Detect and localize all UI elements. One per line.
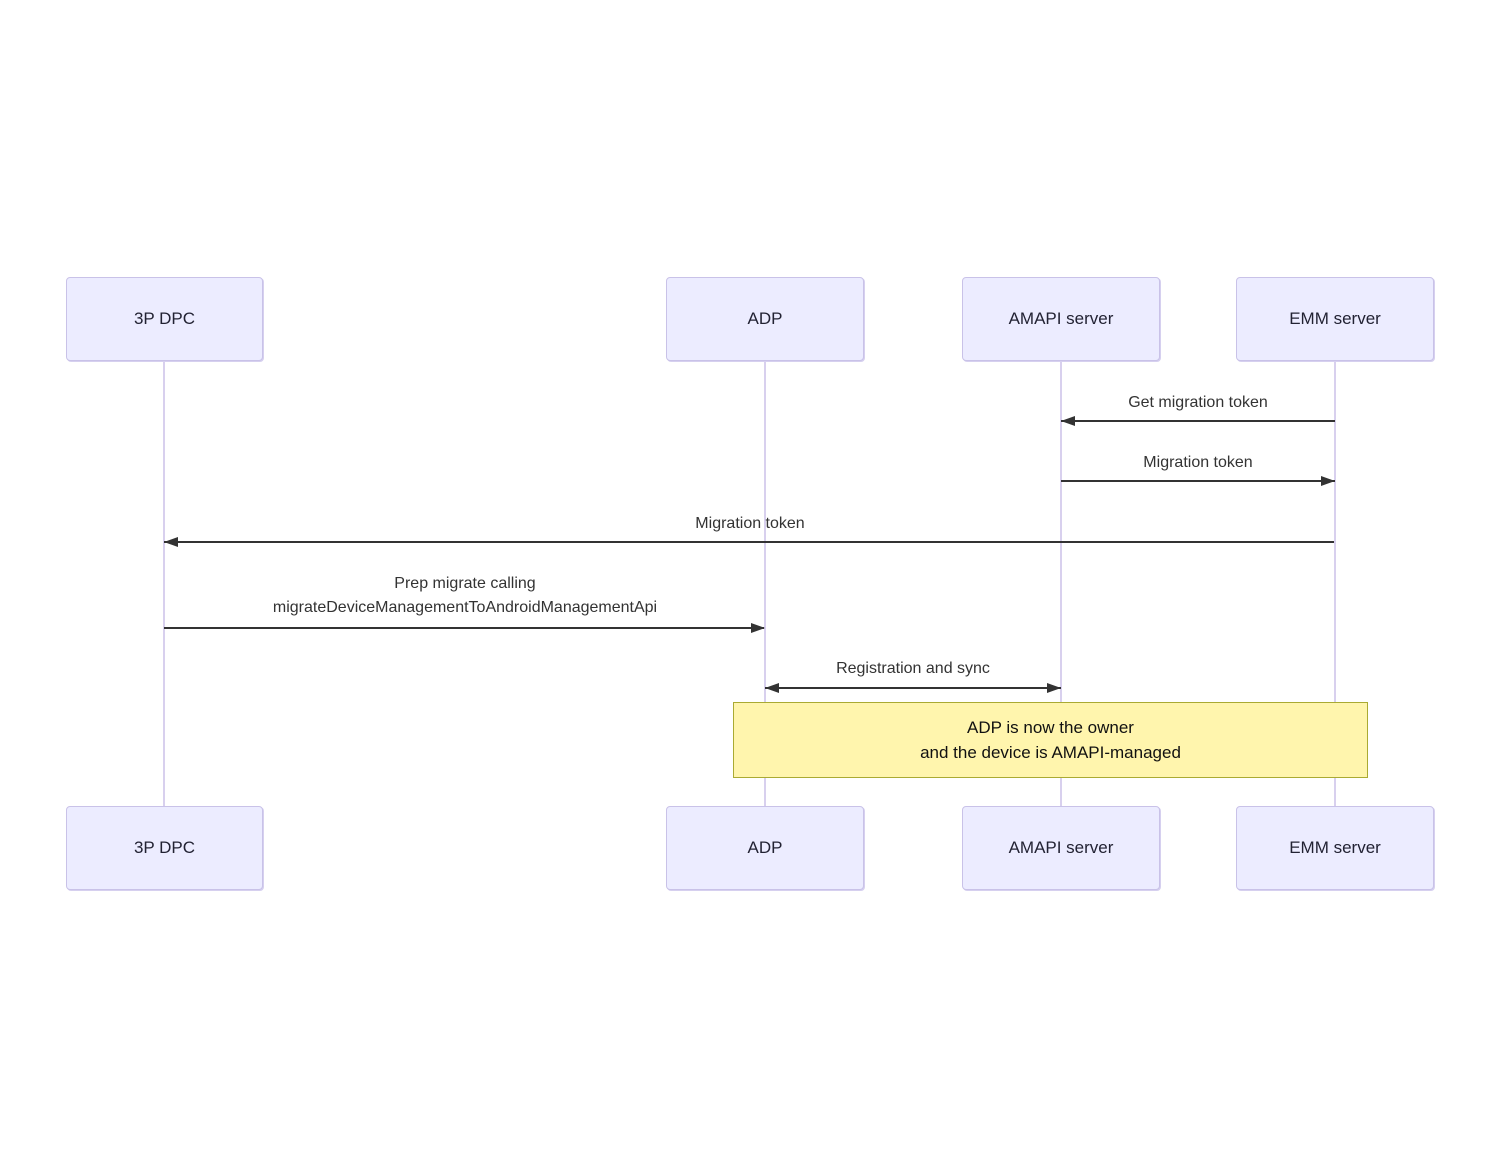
actor-bottom-amapi-server: AMAPI server [962, 806, 1160, 890]
actor-label: EMM server [1289, 309, 1381, 328]
arrowhead-right-icon [751, 623, 765, 633]
actor-bottom-emm-server: EMM server [1236, 806, 1434, 890]
actor-label: ADP [747, 838, 783, 857]
actor-label: 3P DPC [133, 309, 196, 328]
arrowhead-right-icon [1321, 476, 1335, 486]
message-line [765, 687, 1061, 689]
lifeline-3p-dpc [163, 361, 165, 806]
arrowhead-left-icon [765, 683, 779, 693]
arrowhead-left-icon [164, 537, 178, 547]
message-line [1061, 420, 1335, 422]
actor-top-adp: ADP [666, 277, 864, 361]
actor-label: ADP [747, 309, 783, 328]
message-label-get-migration-token: Get migration token [1128, 394, 1268, 411]
message-line [164, 627, 764, 629]
arrowhead-right-icon [1047, 683, 1061, 693]
arrowhead-left-icon [1061, 416, 1075, 426]
actor-label: AMAPI server [1008, 309, 1114, 328]
message-line [164, 541, 1334, 543]
message-label-migration-token-long: Migration token [695, 515, 805, 532]
lifeline-amapi-server [1060, 361, 1062, 806]
actor-top-amapi-server: AMAPI server [962, 277, 1160, 361]
message-label-prep-migrate: Prep migrate calling migrateDeviceManage… [272, 575, 658, 616]
message-line [1061, 480, 1335, 482]
message-label-migration-token: Migration token [1143, 454, 1253, 471]
note-adp-owner: ADP is now the owner and the device is A… [733, 702, 1368, 778]
actor-label: 3P DPC [133, 838, 196, 857]
lifeline-adp [764, 361, 766, 806]
note-text: ADP is now the owner and the device is A… [920, 718, 1181, 762]
lifeline-emm-server [1334, 361, 1336, 806]
actor-top-emm-server: EMM server [1236, 277, 1434, 361]
actor-label: AMAPI server [1008, 838, 1114, 857]
actor-bottom-3p-dpc: 3P DPC [66, 806, 263, 890]
message-label-registration-sync: Registration and sync [836, 660, 990, 677]
actor-bottom-adp: ADP [666, 806, 864, 890]
actor-top-3p-dpc: 3P DPC [66, 277, 263, 361]
actor-label: EMM server [1289, 838, 1381, 857]
